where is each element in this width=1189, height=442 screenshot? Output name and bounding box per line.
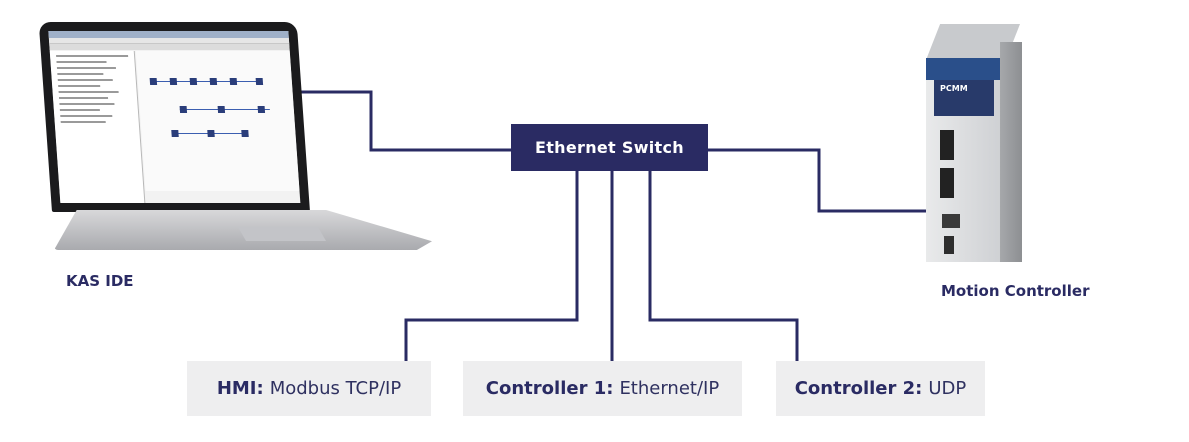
hmi-name: HMI:	[216, 378, 264, 399]
laptop-trackpad	[237, 227, 327, 241]
laptop-image	[38, 22, 432, 250]
wire-switch-controller2	[648, 171, 799, 361]
motion-controller-image: PCMM	[922, 24, 1024, 264]
device-badge: PCMM	[934, 80, 994, 116]
controller-1-protocol: Ethernet/IP	[619, 378, 720, 399]
laptop-screen	[48, 31, 301, 203]
ethernet-switch-box: Ethernet Switch	[511, 124, 708, 171]
controller-1-box: Controller 1: Ethernet/IP	[463, 361, 742, 416]
wire-switch-hmi	[404, 171, 579, 361]
laptop-caption: KAS IDE	[66, 272, 134, 290]
controller-2-name: Controller 2:	[794, 378, 923, 399]
wire-laptop-switch	[300, 90, 511, 152]
controller-caption: Motion Controller	[941, 282, 1090, 300]
controller-2-box: Controller 2: UDP	[776, 361, 985, 416]
controller-1-name: Controller 1:	[485, 378, 614, 399]
hmi-box: HMI: Modbus TCP/IP	[187, 361, 431, 416]
controller-2-protocol: UDP	[928, 378, 967, 399]
hmi-protocol: Modbus TCP/IP	[269, 378, 402, 399]
laptop-lid	[38, 22, 311, 212]
wire-switch-controller	[708, 148, 930, 213]
